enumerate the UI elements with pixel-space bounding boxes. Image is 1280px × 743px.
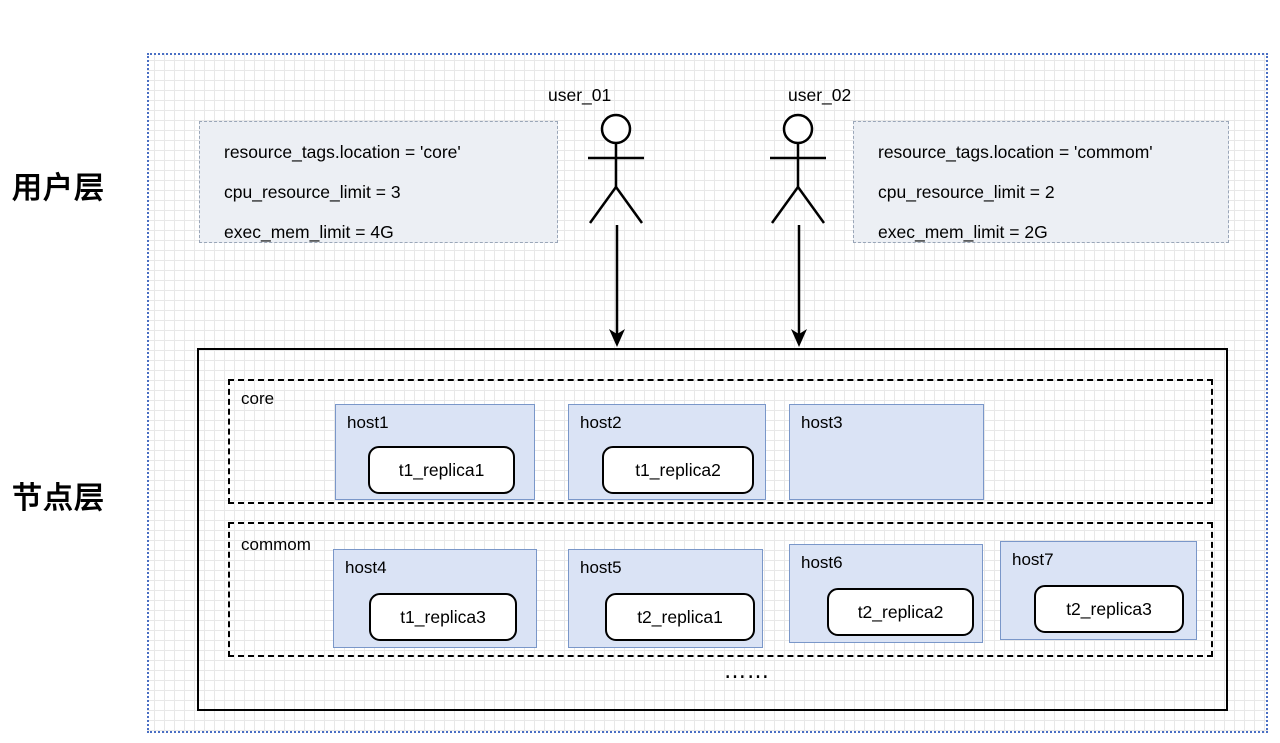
host-box-host1[interactable]: host1 t1_replica1	[335, 404, 535, 500]
host-box-host2[interactable]: host2 t1_replica2	[568, 404, 766, 500]
user-02-to-node-layer-arrow	[782, 225, 816, 354]
user-layer-caption: 用户层	[12, 171, 105, 206]
host-label: host4	[345, 558, 387, 577]
property-line-cpu-limit: cpu_resource_limit = 2	[878, 182, 1055, 202]
user-01-actor-icon	[580, 113, 652, 230]
host-label: host3	[801, 413, 843, 432]
host-label: host1	[347, 413, 389, 432]
property-line-location: resource_tags.location = 'commom'	[878, 142, 1153, 162]
property-line-location: resource_tags.location = 'core'	[224, 142, 461, 162]
host-box-host6[interactable]: host6 t2_replica2	[789, 544, 983, 643]
host-box-host7[interactable]: host7 t2_replica3	[1000, 541, 1197, 640]
replica-box[interactable]: t2_replica1	[605, 593, 755, 641]
replica-box[interactable]: t1_replica3	[369, 593, 517, 641]
replica-box[interactable]: t1_replica2	[602, 446, 754, 494]
host-box-host5[interactable]: host5 t2_replica1	[568, 549, 763, 648]
property-line-mem-limit: exec_mem_limit = 4G	[224, 222, 394, 242]
replica-box[interactable]: t2_replica2	[827, 588, 974, 636]
property-line-cpu-limit: cpu_resource_limit = 3	[224, 182, 401, 202]
group-commom	[228, 522, 1213, 657]
group-core	[228, 379, 1213, 504]
node-layer-container	[197, 348, 1228, 711]
user-01-to-node-layer-arrow	[600, 225, 634, 354]
host-box-host3[interactable]: host3	[789, 404, 984, 500]
replica-box[interactable]: t2_replica3	[1034, 585, 1184, 633]
user-02-properties-box: resource_tags.location = 'commom' cpu_re…	[853, 121, 1229, 243]
user-02-actor-icon	[762, 113, 834, 230]
host-label: host2	[580, 413, 622, 432]
group-commom-label: commom	[241, 535, 311, 554]
user-02-label: user_02	[788, 85, 852, 105]
more-hosts-ellipsis: ……	[724, 659, 770, 684]
node-layer-caption: 节点层	[12, 481, 105, 516]
property-line-mem-limit: exec_mem_limit = 2G	[878, 222, 1048, 242]
group-core-label: core	[241, 389, 275, 408]
host-label: host5	[580, 558, 622, 577]
replica-box[interactable]: t1_replica1	[368, 446, 515, 494]
host-label: host6	[801, 553, 843, 572]
host-label: host7	[1012, 550, 1054, 569]
host-box-host4[interactable]: host4 t1_replica3	[333, 549, 537, 648]
user-01-properties-box: resource_tags.location = 'core' cpu_reso…	[199, 121, 558, 243]
user-01-label: user_01	[548, 85, 612, 105]
